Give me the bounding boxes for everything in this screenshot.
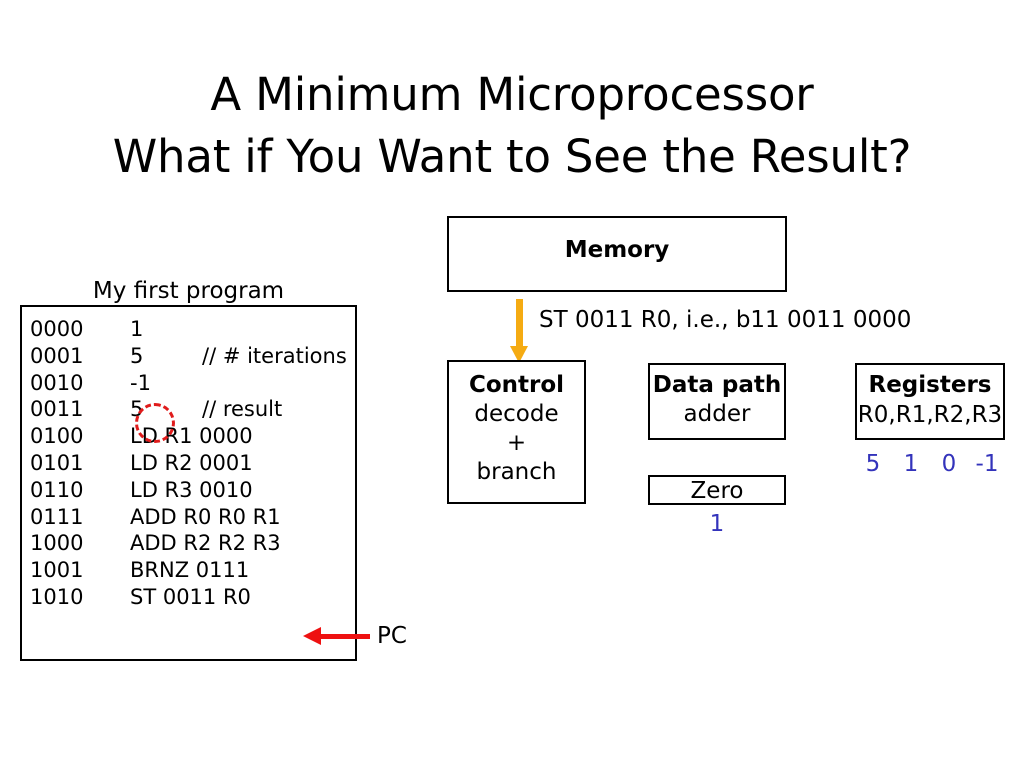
program-row: 1010 ST 0011 R0 bbox=[22, 584, 355, 611]
program-value: LD R3 0010 bbox=[130, 477, 253, 502]
title-line-1: A Minimum Microprocessor bbox=[210, 68, 814, 121]
program-caption: My first program bbox=[92, 278, 285, 304]
memory-block-title: Memory bbox=[564, 237, 670, 263]
fetch-arrow-head-icon bbox=[510, 346, 528, 363]
program-value: ADD R2 R2 R3 bbox=[130, 531, 281, 556]
zero-flag-block: Zero bbox=[648, 475, 786, 505]
register-value-r2: 0 bbox=[941, 451, 957, 477]
datapath-block-title: Data path bbox=[652, 372, 782, 398]
program-row: 0000 1 bbox=[22, 316, 355, 343]
registers-name-list: R0,R1,R2,R3 bbox=[857, 402, 1003, 428]
pc-label: PC bbox=[377, 623, 407, 649]
datapath-block: Data path adder bbox=[648, 363, 786, 440]
program-value: 1 bbox=[130, 317, 144, 341]
program-address: 0101 bbox=[30, 450, 84, 475]
control-block-line-branch: branch bbox=[476, 459, 557, 485]
title-line-2: What if You Want to See the Result? bbox=[112, 130, 912, 183]
registers-block-title: Registers bbox=[868, 372, 992, 398]
fetch-arrow-shaft-icon bbox=[516, 299, 523, 349]
program-address: 1001 bbox=[30, 558, 84, 583]
program-address: 0000 bbox=[30, 317, 84, 341]
program-address: 0111 bbox=[30, 504, 84, 529]
pc-arrow-head-icon bbox=[303, 627, 321, 645]
program-row: 0100 LD R1 0000 bbox=[22, 423, 355, 450]
program-address: 1000 bbox=[30, 531, 84, 556]
program-value: ST 0011 R0 bbox=[130, 584, 251, 609]
control-block-title: Control bbox=[468, 372, 565, 398]
program-row: 1000 ADD R2 R2 R3 bbox=[22, 530, 355, 557]
register-value-r1: 1 bbox=[903, 451, 919, 477]
zero-flag-label: Zero bbox=[690, 478, 744, 504]
program-listing-box: 0000 1 0001 5 // # iterations 0010 -1 00… bbox=[20, 305, 357, 661]
program-value: 5 bbox=[130, 343, 144, 368]
datapath-block-sub: adder bbox=[683, 401, 751, 427]
program-comment: // # iterations bbox=[202, 343, 347, 368]
program-row: 1001 BRNZ 0111 bbox=[22, 557, 355, 584]
program-row: 0110 LD R3 0010 bbox=[22, 477, 355, 504]
program-rows: 0000 1 0001 5 // # iterations 0010 -1 00… bbox=[22, 316, 355, 611]
program-address: 1010 bbox=[30, 584, 84, 609]
program-address: 0001 bbox=[30, 343, 84, 368]
program-row: 0001 5 // # iterations bbox=[22, 343, 355, 370]
program-row: 0011 5 // result bbox=[22, 396, 355, 423]
program-address: 0010 bbox=[30, 370, 84, 395]
registers-block: Registers R0,R1,R2,R3 bbox=[855, 363, 1005, 440]
program-value: -1 bbox=[130, 370, 151, 395]
register-value-r0: 5 bbox=[865, 451, 881, 477]
program-value: ADD R0 R0 R1 bbox=[130, 504, 281, 529]
program-row: 0111 ADD R0 R0 R1 bbox=[22, 504, 355, 531]
control-block: Control decode + branch bbox=[447, 360, 586, 504]
program-row: 0101 LD R2 0001 bbox=[22, 450, 355, 477]
program-address: 0011 bbox=[30, 397, 84, 422]
program-address: 0100 bbox=[30, 424, 84, 449]
program-row: 0010 -1 bbox=[22, 370, 355, 397]
program-value: LD R2 0001 bbox=[130, 450, 253, 475]
page-title: A Minimum Microprocessor What if You Wan… bbox=[0, 64, 1024, 188]
zero-flag-value: 1 bbox=[709, 511, 725, 537]
program-comment: // result bbox=[202, 397, 283, 422]
program-value: BRNZ 0111 bbox=[130, 558, 250, 583]
program-address: 0110 bbox=[30, 477, 84, 502]
control-block-line-plus: + bbox=[506, 430, 527, 456]
result-highlight-circle-icon bbox=[135, 403, 175, 443]
memory-block: Memory bbox=[447, 216, 787, 292]
fetched-instruction-text: ST 0011 R0, i.e., b11 0011 0000 bbox=[539, 307, 912, 333]
pc-arrow-shaft-icon bbox=[318, 634, 370, 639]
control-block-line-decode: decode bbox=[474, 401, 559, 427]
register-value-r3: -1 bbox=[975, 451, 999, 477]
